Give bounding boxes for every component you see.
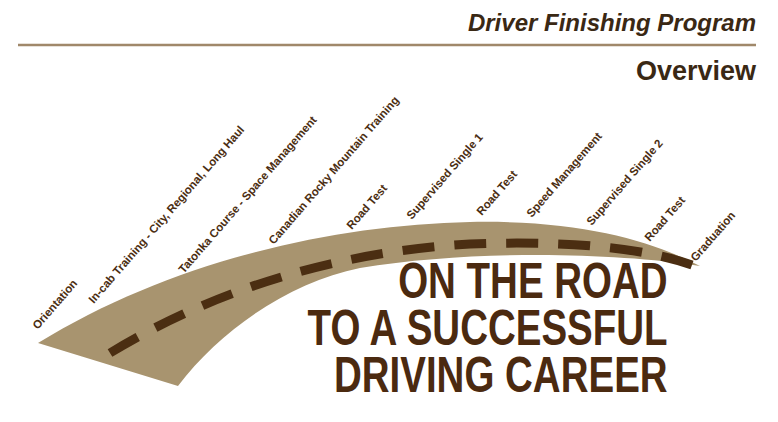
milestone-label: Supervised Single 2: [584, 137, 666, 228]
slogan-line: ON THE ROAD: [308, 258, 668, 305]
subtitle: Overview: [636, 56, 756, 87]
milestone-label: Graduation: [688, 209, 738, 264]
milestone-label: Road Test: [474, 168, 520, 218]
slogan-line: TO A SUCCESSFUL: [308, 305, 668, 352]
milestone-label: Road Test: [642, 194, 688, 244]
slogan: ON THE ROAD TO A SUCCESSFUL DRIVING CARE…: [308, 258, 668, 399]
title: Driver Finishing Program: [468, 9, 756, 37]
title-rule: [18, 44, 756, 47]
milestone-label: Canadian Rocky Mountain Training: [266, 94, 402, 247]
milestone-label: Supervised Single 1: [404, 131, 486, 222]
slogan-line: DRIVING CAREER: [308, 352, 668, 399]
milestone-label: Speed Management: [524, 130, 605, 220]
milestone-label: Road Test: [344, 182, 390, 232]
